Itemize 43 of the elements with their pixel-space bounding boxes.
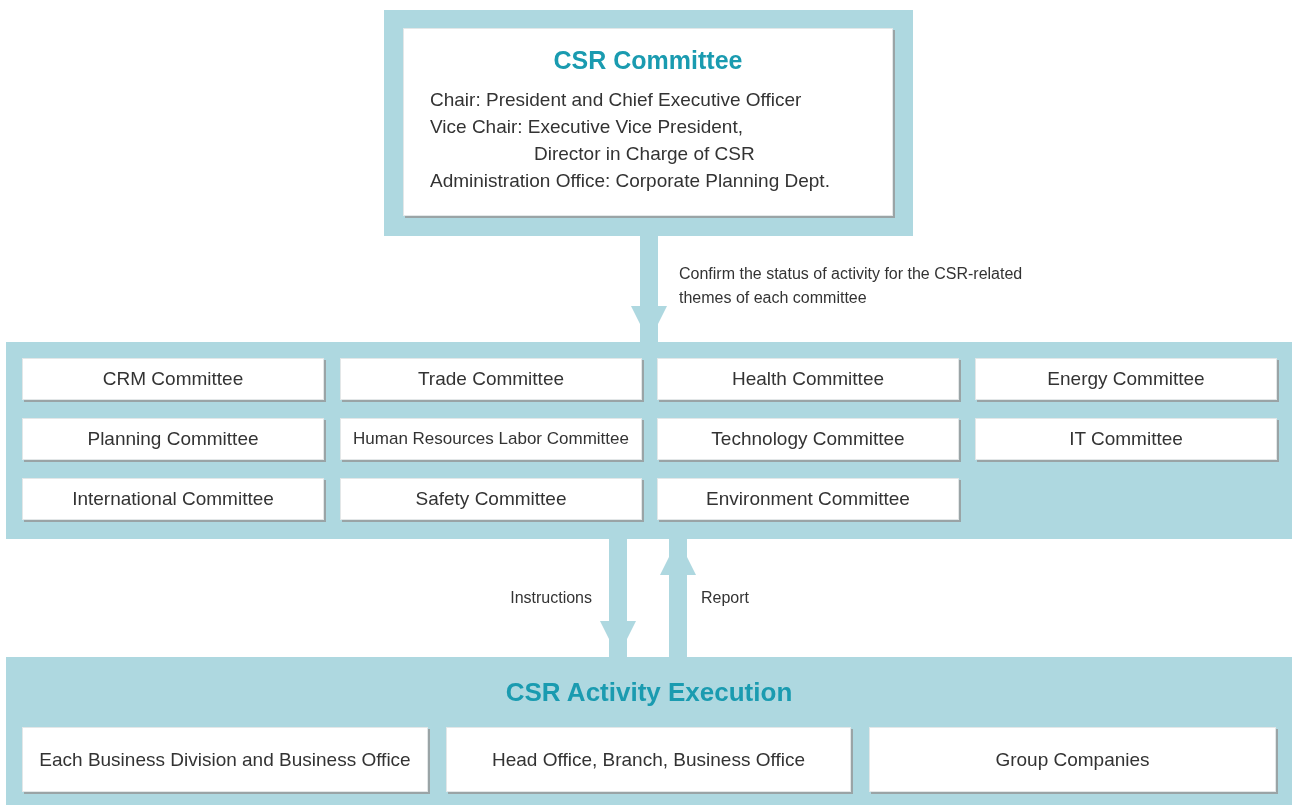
role-text: Chair: President and Chief Executive Officer xyxy=(430,88,803,112)
committee-box xyxy=(975,358,1277,400)
committee-card xyxy=(403,28,893,216)
committee-box xyxy=(869,727,1276,792)
committee-box xyxy=(22,727,428,792)
committee-box xyxy=(975,418,1277,460)
committee-name: CRM Committee xyxy=(102,368,244,390)
committee-box xyxy=(340,358,642,400)
committee-name: Planning Committee xyxy=(87,428,259,450)
committee-box xyxy=(657,358,959,400)
committee-box xyxy=(22,478,324,520)
committee-name: Safety Committee xyxy=(415,488,567,510)
group-band xyxy=(6,342,1292,539)
committee-name: International Committee xyxy=(72,488,274,510)
committee-name: Human Resources Labor Committee xyxy=(353,429,629,449)
edge-label: Report xyxy=(701,588,750,608)
section-band xyxy=(6,657,1292,805)
committee-name: Head Office, Branch, Business Office xyxy=(492,748,805,771)
arrow xyxy=(660,539,696,657)
committee-name: Environment Committee xyxy=(706,488,910,510)
committee-name: Energy Committee xyxy=(1047,368,1205,390)
committee-box xyxy=(657,478,959,520)
group-band xyxy=(384,10,913,236)
role-text: Administration Office: Corporate Planning Dept. xyxy=(430,169,831,193)
committee-name: Technology Committee xyxy=(711,428,905,450)
committee-box xyxy=(657,418,959,460)
role-text: Vice Chair: Executive Vice President, Director in Charge of CSR xyxy=(430,115,756,166)
committee-box xyxy=(22,358,324,400)
committee-name: Group Companies xyxy=(995,748,1150,771)
committee-box xyxy=(446,727,851,792)
committee-name: Each Business Division and Business Office xyxy=(39,748,411,771)
committee-name: Health Committee xyxy=(731,368,885,390)
arrow xyxy=(631,236,667,342)
committee-box xyxy=(340,478,642,520)
heading: CSR Committee xyxy=(552,47,744,74)
edge-label: Confirm the status of activity for the CSR-related themes of each committee xyxy=(679,264,1024,308)
committee-name: Trade Committee xyxy=(417,368,565,390)
arrow xyxy=(600,539,636,657)
heading: CSR Activity Execution xyxy=(504,677,794,708)
committee-name: IT Committee xyxy=(1069,428,1183,450)
committee-box xyxy=(22,418,324,460)
committee-box xyxy=(340,418,642,460)
edge-label: Instructions xyxy=(510,588,592,608)
